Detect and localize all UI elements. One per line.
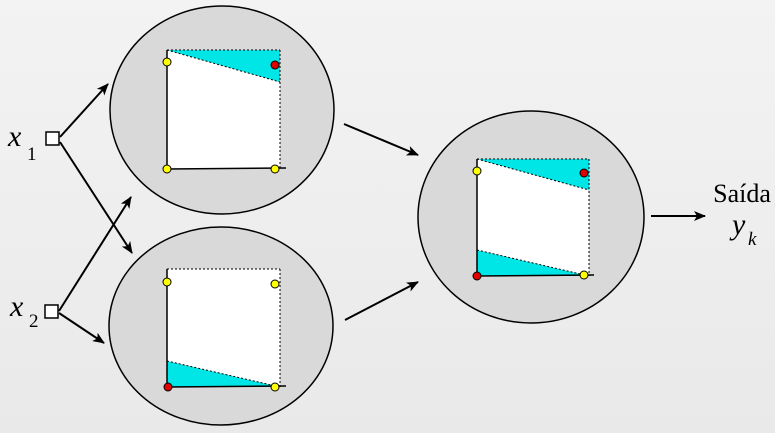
input-arrows	[58, 83, 133, 344]
input-x1: x 1	[7, 120, 60, 165]
output-neuron-decision-line-1	[476, 158, 590, 191]
output-neuron-point-11	[579, 168, 589, 178]
hidden-neuron-1-point-01	[162, 57, 172, 67]
arrow-hidden1-to-output	[343, 123, 419, 156]
arrow-hidden2-to-output	[344, 281, 419, 321]
output-neuron-point-10	[579, 270, 589, 280]
output-label-text: Saída	[713, 179, 771, 208]
output-neuron-point-00	[472, 271, 482, 281]
hidden-neuron-1-decision-line	[166, 49, 281, 83]
arrow-x1-to-bottom	[59, 141, 133, 254]
arrow-x2-to-bottom	[58, 312, 105, 344]
input-x1-var: x	[7, 120, 22, 153]
hidden-neuron-2	[108, 226, 334, 426]
hidden-neuron-2-point-10	[270, 382, 280, 392]
input-x1-node-square	[45, 131, 60, 146]
input-x2-node-square	[44, 304, 59, 319]
output-var: y	[729, 208, 746, 241]
hidden-neuron-1-x-axis	[166, 167, 287, 170]
output-neuron-point-01	[472, 166, 482, 176]
arrow-x2-to-top	[58, 196, 132, 312]
input-x1-subscript: 1	[27, 144, 37, 165]
input-x2-var: x	[9, 290, 24, 323]
output-neuron-decision-line-2	[476, 249, 590, 277]
hidden-neuron-2-point-01	[162, 277, 172, 287]
output-var-subscript: k	[748, 229, 757, 250]
hidden-neuron-1	[109, 5, 335, 215]
hidden-neuron-2-decision-line	[166, 360, 281, 388]
hidden-neuron-1-point-10	[270, 164, 280, 174]
hidden-neuron-2-point-11	[270, 279, 280, 289]
hidden-neuron-1-point-00	[162, 164, 172, 174]
input-x2: x 2	[9, 290, 59, 332]
input-x2-subscript: 2	[29, 311, 39, 332]
arrow-x1-to-top	[59, 83, 109, 138]
hidden-neuron-1-point-11	[270, 60, 280, 70]
hidden-neuron-2-point-00	[163, 382, 173, 392]
hidden-arrows	[343, 123, 419, 321]
output-label: Saída y k	[713, 179, 771, 250]
hidden-neuron-2-x-axis	[166, 385, 287, 388]
output-neuron	[417, 110, 645, 324]
output-neuron-x-axis	[476, 274, 595, 277]
